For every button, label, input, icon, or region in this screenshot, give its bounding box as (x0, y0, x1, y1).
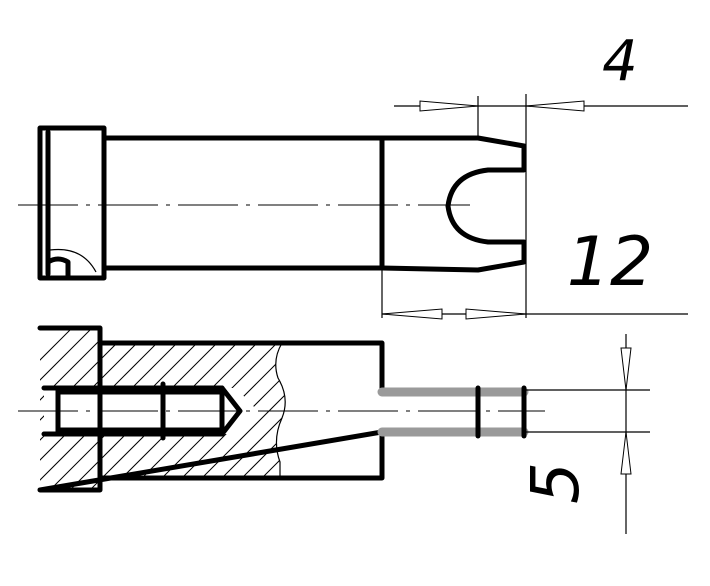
arrowhead-right (525, 100, 585, 112)
head-chamfer-arc (49, 248, 97, 273)
top-view-body-outline (37, 125, 385, 281)
dimension-slot-length: 12 (381, 223, 688, 320)
dimension-slot-width: 5 (517, 334, 650, 534)
dimension-label-5: 5 (517, 462, 594, 504)
arrowhead-top (620, 347, 632, 391)
arrowhead-left (381, 308, 443, 320)
dimension-label-4: 4 (602, 29, 638, 94)
arrowhead-bottom (620, 431, 632, 475)
arrowhead-right (465, 308, 527, 320)
head-chamfer-mark (45, 256, 71, 279)
fork-lower-prong (379, 203, 527, 273)
dimension-label-12: 12 (567, 223, 654, 302)
dimension-slot-depth: 4 (394, 29, 688, 318)
arrowhead-left (419, 100, 479, 112)
fork-upper-prong (379, 135, 527, 209)
break-line (275, 342, 286, 478)
top-view (18, 125, 527, 281)
section-view (18, 325, 545, 493)
